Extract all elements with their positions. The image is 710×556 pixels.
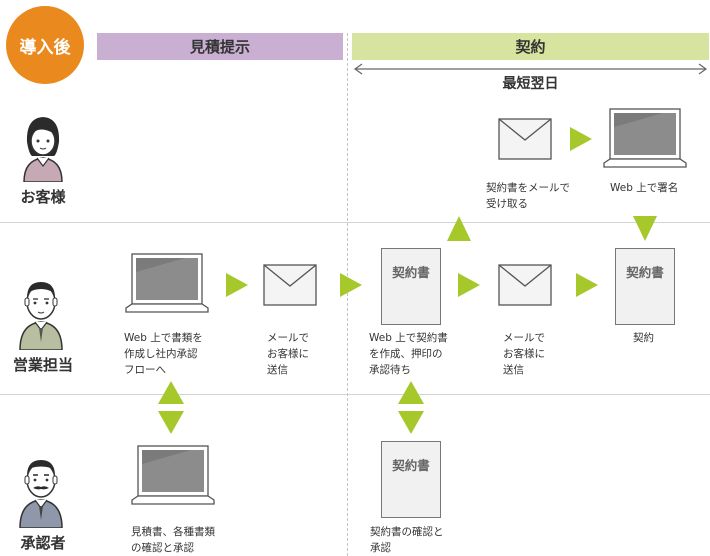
laptop-icon (603, 108, 687, 168)
double-arrow-vertical-icon (398, 381, 424, 434)
arrow-right-icon (576, 273, 598, 297)
laptop-icon (131, 445, 215, 505)
laptop-icon (125, 253, 209, 313)
arrow-down-icon (633, 216, 657, 241)
role-sales: 営業担当 (12, 356, 73, 374)
contract-document-icon: 契約書 (381, 248, 441, 325)
phase-contract: 契約 (352, 33, 709, 60)
lane-divider-1 (0, 222, 710, 223)
lane-divider-2 (0, 394, 710, 395)
contract-document-icon: 契約書 (615, 248, 675, 325)
caption-approver-contract: 契約書の確認と 承認 (370, 526, 444, 554)
role-customer: お客様 (20, 188, 66, 206)
customer-avatar-icon (23, 117, 63, 182)
mail-envelope-icon (263, 264, 317, 306)
caption-sales-contract: 契約 (633, 332, 654, 344)
timeframe-label: 最短翌日 (502, 76, 559, 92)
contract-document-label: 契約書 (392, 458, 430, 473)
contract-document-icon: 契約書 (381, 441, 441, 518)
phase-divider (347, 33, 348, 556)
contract-document-label: 契約書 (626, 265, 664, 280)
caption-sales-create: Web 上で書類を 作成し社内承認 フローへ (124, 332, 203, 376)
arrow-right-icon (458, 273, 480, 297)
caption-sales-contract-create: Web 上で契約書 を作成、押印の 承認待ち (369, 332, 448, 376)
mail-envelope-icon (498, 264, 552, 306)
mail-envelope-icon (498, 118, 552, 160)
approver-avatar-icon (19, 460, 63, 528)
phase-estimate: 見積提示 (97, 33, 343, 60)
badge-after-introduction: 導入後 (6, 6, 84, 84)
caption-customer-receive: 契約書をメールで 受け取る (486, 182, 570, 210)
arrow-right-icon (226, 273, 248, 297)
arrow-up-icon (447, 216, 471, 241)
double-arrow-vertical-icon (158, 381, 184, 434)
caption-sales-mail: メールで お客様に 送信 (267, 332, 309, 376)
caption-approver-estimate: 見積書、各種書類 の確認と承認 (131, 526, 215, 554)
sales-avatar-icon (19, 282, 63, 350)
role-approver: 承認者 (20, 534, 66, 552)
timeframe-arrow (353, 63, 708, 75)
caption-customer-sign: Web 上で署名 (610, 182, 679, 194)
contract-document-label: 契約書 (392, 265, 430, 280)
arrow-right-icon (340, 273, 362, 297)
caption-sales-mail: メールで お客様に 送信 (503, 332, 545, 376)
arrow-right-icon (570, 127, 592, 151)
